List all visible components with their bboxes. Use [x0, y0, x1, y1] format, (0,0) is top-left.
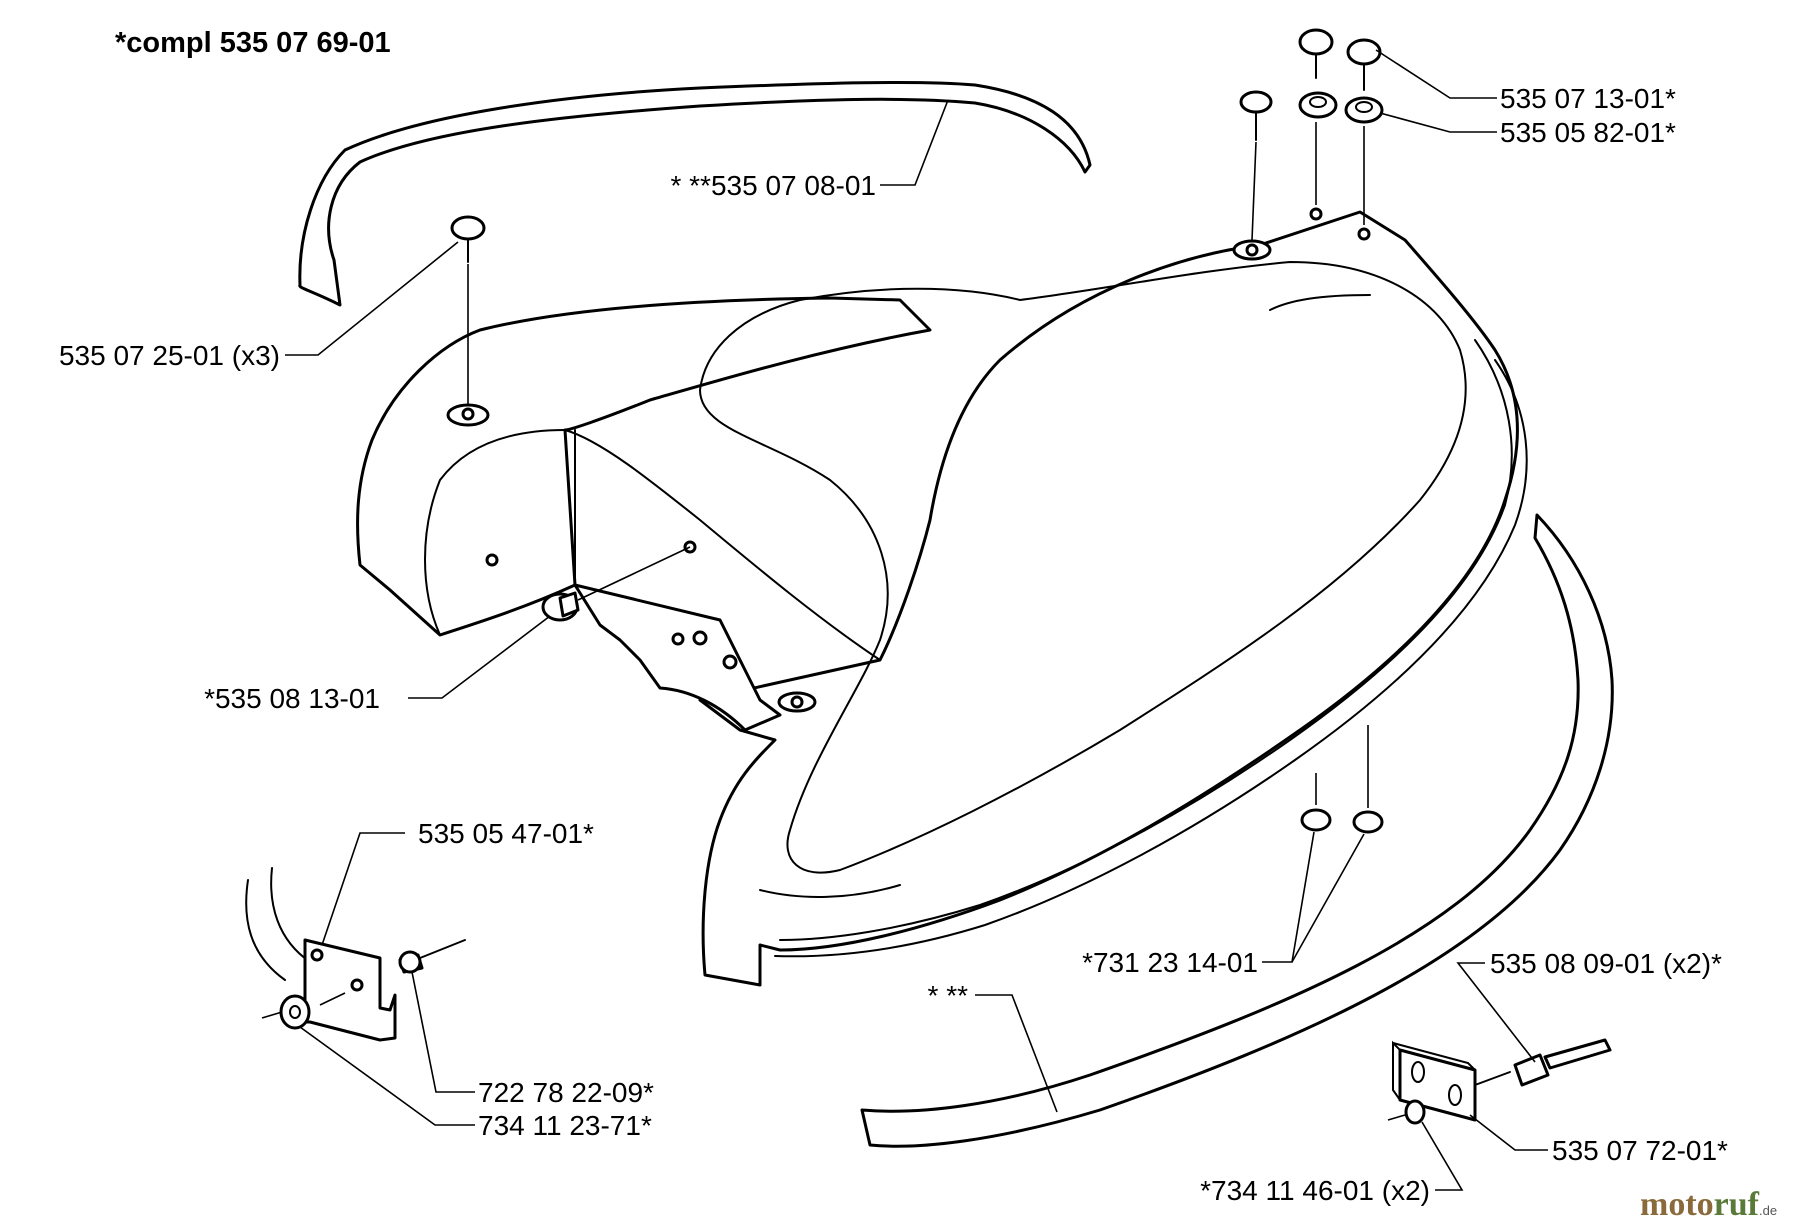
- label-731-23-14-01: *731 23 14-01: [1082, 947, 1258, 978]
- watermark-logo: motoruf.de: [1640, 1186, 1777, 1223]
- screw-535-07-25-01: [450, 215, 486, 405]
- label-535-07-72-01: 535 07 72-01*: [1552, 1135, 1728, 1166]
- part-labels: 535 07 13-01* 535 05 82-01* * **535 07 0…: [59, 83, 1728, 1206]
- screw-head-icon: [1239, 90, 1273, 114]
- nut-icon: [1344, 96, 1384, 124]
- lower-trim-strip: [860, 513, 1614, 1148]
- mount-hole: [722, 654, 738, 670]
- screw-head-icon: [450, 215, 486, 241]
- mount-hole: [692, 630, 708, 646]
- label-535-07-25-01: 535 07 25-01 (x3): [59, 340, 280, 371]
- mount-hole: [1309, 207, 1323, 221]
- leader-lines: [285, 49, 1548, 1191]
- nuts-731-23-14-01: [1300, 725, 1384, 834]
- rivet-icon: [398, 950, 422, 974]
- upper-trim-strip: [298, 80, 1092, 307]
- label-535-07-13-01: 535 07 13-01*: [1500, 83, 1676, 114]
- screw-head-icon: [1346, 38, 1382, 66]
- top-fasteners: [1239, 28, 1384, 241]
- label-asterisks: * **: [928, 980, 969, 1011]
- watermark-part1: moto: [1640, 1186, 1714, 1223]
- label-734-11-46-01: *734 11 46-01 (x2): [1200, 1175, 1430, 1206]
- label-535-05-82-01: 535 05 82-01*: [1500, 117, 1676, 148]
- pin-icon: [1543, 1038, 1612, 1070]
- label-535-05-47-01: 535 05 47-01*: [418, 818, 594, 849]
- mount-hole: [671, 632, 685, 646]
- nut-icon: [1300, 808, 1332, 832]
- label-535-08-13-01: *535 08 13-01: [204, 683, 380, 714]
- label-734-11-23-71: 734 11 23-71*: [478, 1110, 652, 1141]
- washer-icon: [279, 994, 311, 1030]
- nut-icon: [1298, 91, 1338, 119]
- screw-tip-icon: [1513, 1053, 1550, 1087]
- washer-icon: [1404, 1099, 1426, 1125]
- watermark-part2: ruf: [1714, 1186, 1760, 1223]
- watermark-suffix: .de: [1759, 1203, 1777, 1218]
- main-housing: [356, 207, 1528, 987]
- label-535-07-08-01: * **535 07 08-01: [670, 170, 876, 201]
- mount-hole: [1357, 227, 1371, 241]
- bracket-assembly: [1387, 1038, 1612, 1125]
- svg-text:motoruf.de: motoruf.de: [1640, 1186, 1777, 1223]
- assembly-title: *compl 535 07 69-01: [115, 27, 391, 59]
- mount-hole: [485, 553, 499, 567]
- label-722-78-22-09: 722 78 22-09*: [478, 1077, 654, 1108]
- button-535-08-13-01: [541, 546, 691, 622]
- screw-head-icon: [1298, 28, 1334, 56]
- switch-assembly: [245, 867, 466, 1042]
- label-535-08-09-01: 535 08 09-01 (x2)*: [1490, 948, 1722, 979]
- nut-icon: [1352, 810, 1384, 834]
